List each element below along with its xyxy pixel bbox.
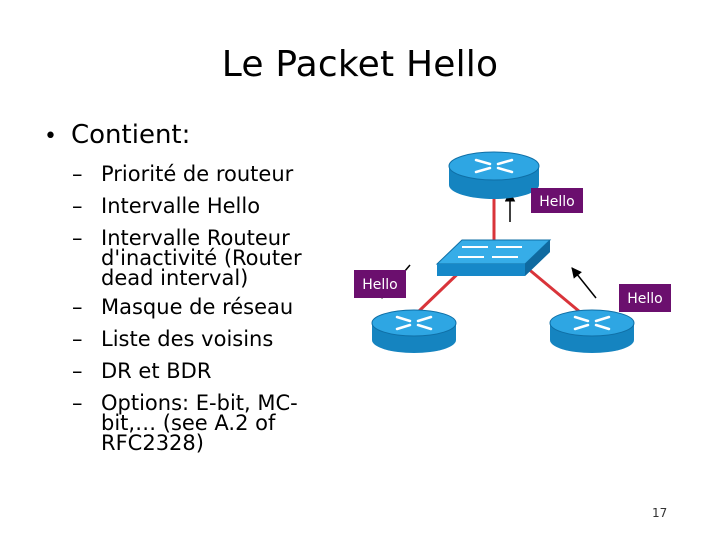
svg-text:Hello: Hello [627,291,663,307]
router-icon [448,151,540,199]
list-item: –Masque de réseau [72,295,294,319]
list-item: –Liste des voisins [72,327,274,351]
slide-title: Le Packet Hello [221,44,499,85]
svg-text:Hello: Hello [539,194,575,210]
hello-label-right: Hello [619,284,671,312]
main-bullet-text: Contient: [70,120,191,150]
list-item: –Options: E-bit, MC-bit,… (see A.2 of RF… [72,391,298,455]
main-bullet: • Contient: [44,120,190,150]
switch-icon [435,239,552,276]
list-item: –Intervalle Hello [72,194,261,218]
arrow-to-right-router [571,267,597,299]
sub-bullet-list: –Priorité de routeur –Intervalle Hello –… [72,162,337,460]
hello-label-left: Hello [354,270,406,298]
bullet-dot: • [44,124,57,149]
svg-text:Hello: Hello [362,277,398,293]
list-item: –DR et BDR [72,359,212,383]
hello-label-top: Hello [531,188,583,213]
list-item: –Intervalle Routeur d'inactivité (Router… [72,226,302,290]
page-number: 17 [652,506,668,520]
list-item: –Priorité de routeur [72,162,294,186]
router-icon [371,309,457,353]
router-icon [549,309,635,353]
